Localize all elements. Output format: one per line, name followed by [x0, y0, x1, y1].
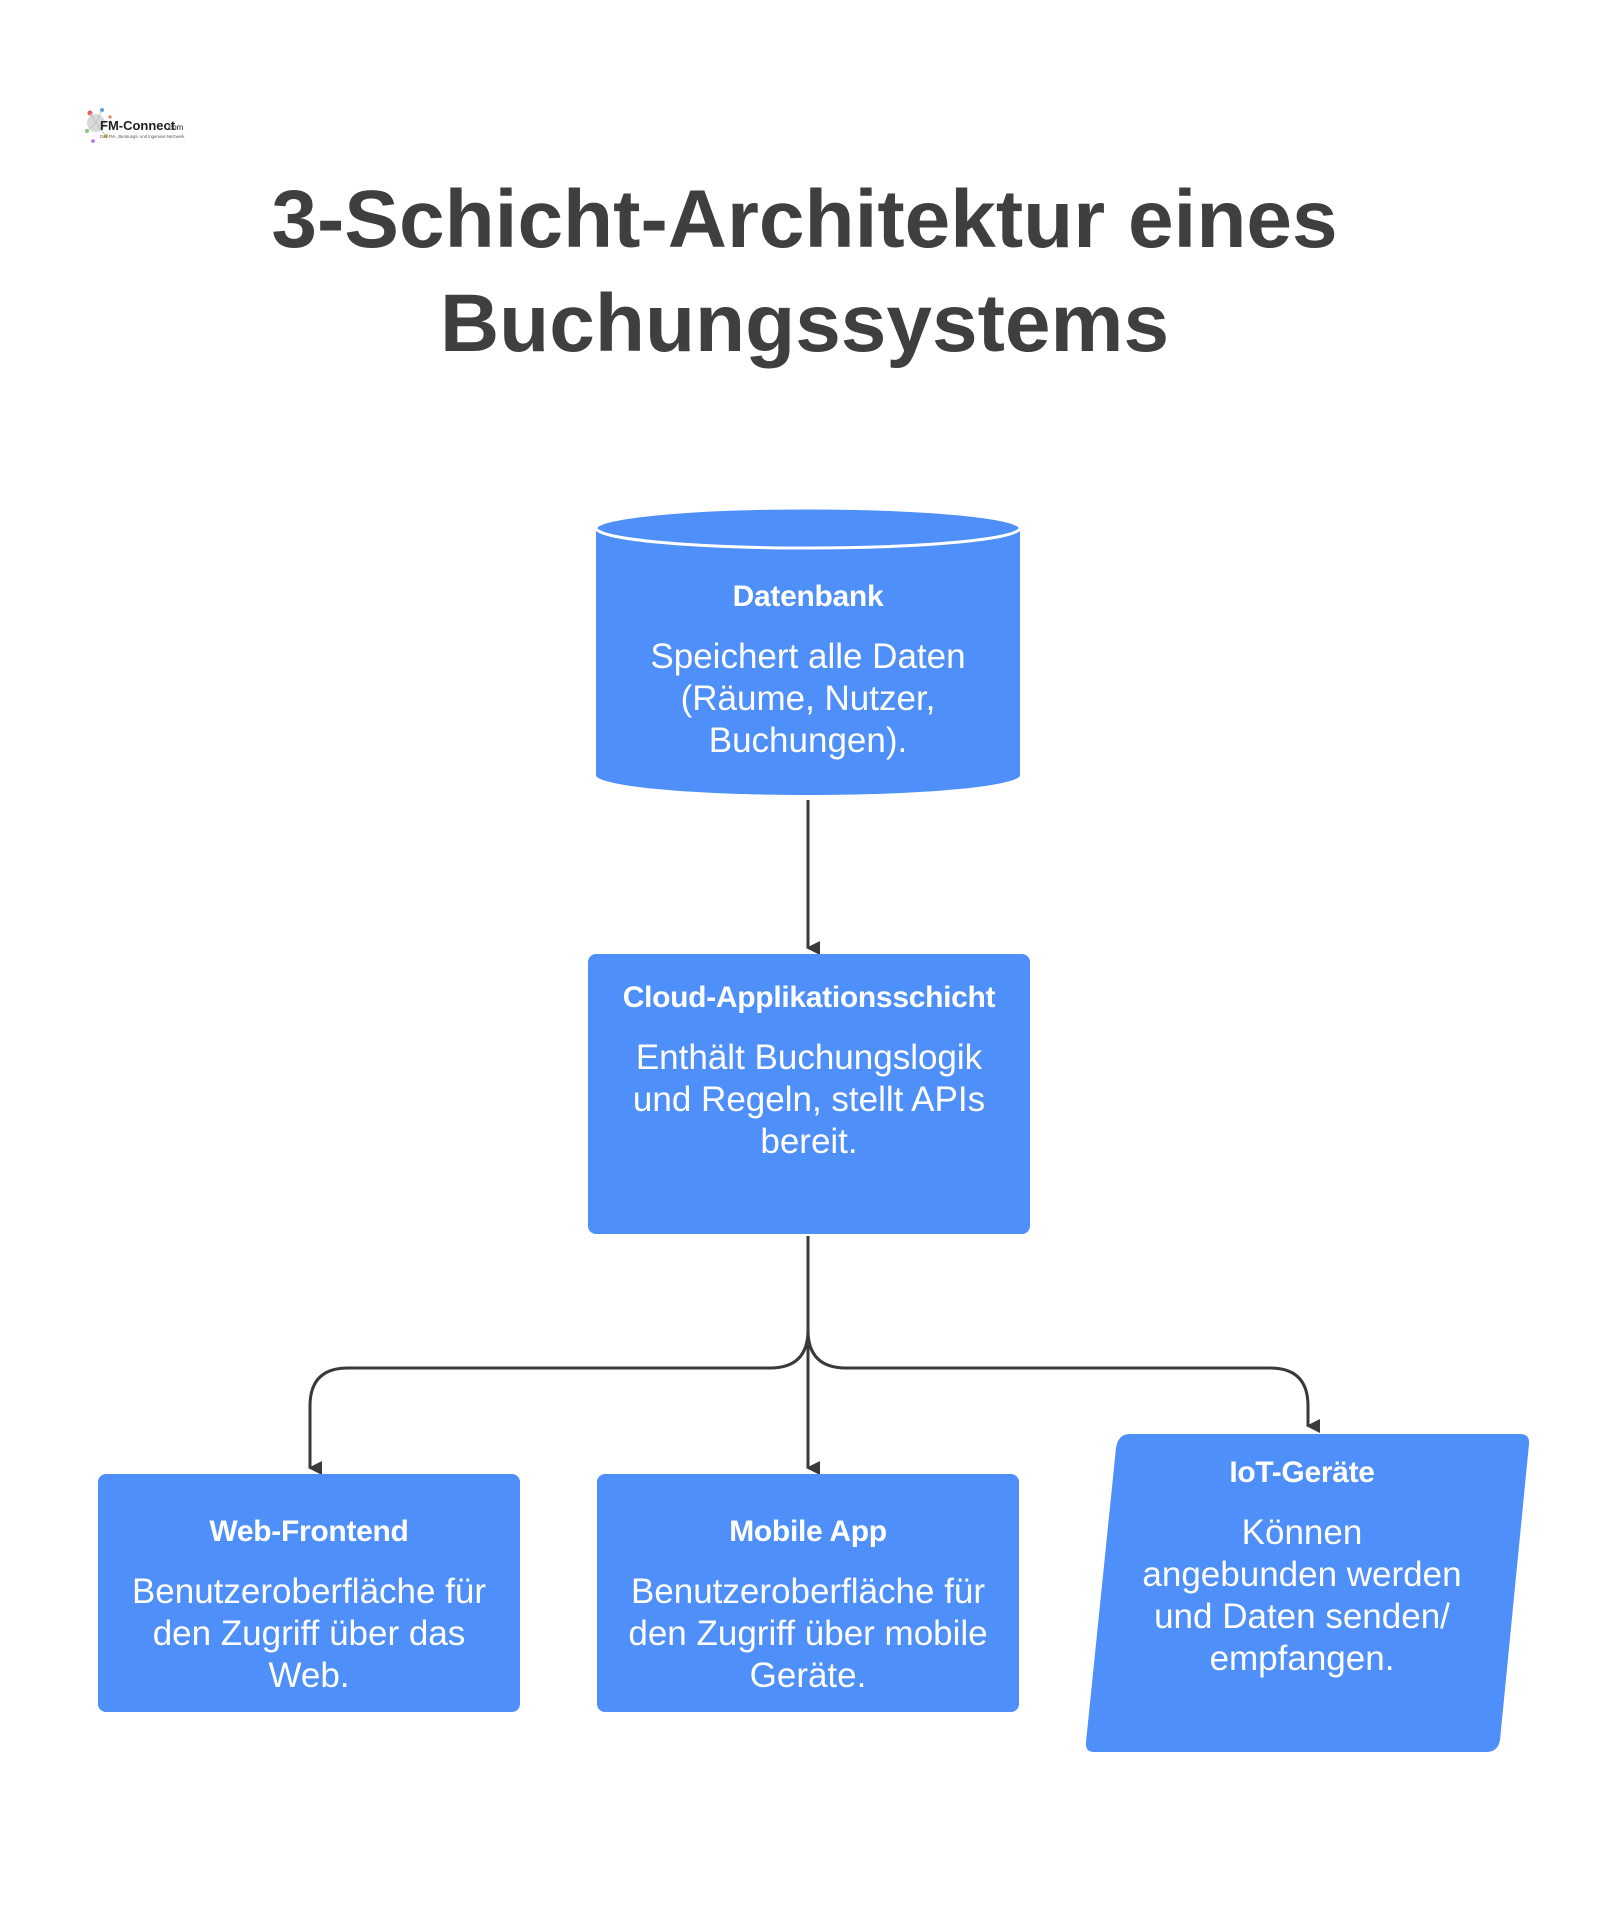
connector-cloud-to-iot — [806, 1236, 1320, 1433]
database-node-description: Speichert alle Daten (Räume, Nutzer, Buc… — [650, 637, 966, 760]
database-cylinder-shape — [594, 506, 1022, 795]
iot-devices-parallelogram-shape — [1085, 1434, 1530, 1752]
svg-text:FM-Connect: FM-Connect — [100, 118, 176, 133]
mobile-node-label: Mobile App — [729, 1515, 887, 1548]
iot-node-description: Können angebunden werden und Daten sende… — [1142, 1513, 1462, 1678]
web-frontend-node: Web-Frontend Benutzeroberfläche für den … — [98, 1474, 520, 1712]
page-title-line-1: 3-Schicht-Architektur eines — [271, 174, 1338, 265]
mobile-app-node: Mobile App Benutzeroberfläche für den Zu… — [597, 1474, 1019, 1712]
page-title: 3-Schicht-Architektur eines Buchungssyst… — [0, 168, 1609, 376]
database-node-label: Datenbank — [732, 580, 884, 613]
database-node: Datenbank Speichert alle Daten (Räume, N… — [596, 578, 1020, 762]
iot-node-label: IoT-Geräte — [1229, 1456, 1375, 1489]
page-title-line-2: Buchungssystems — [439, 278, 1170, 369]
cloud-application-layer-node: Cloud-Applikationsschicht Enthält Buchun… — [588, 954, 1030, 1234]
svg-text:Das FM-, Beratungs- und Ingeni: Das FM-, Beratungs- und Ingenieur-Netzwe… — [100, 134, 185, 139]
web-node-label: Web-Frontend — [209, 1515, 409, 1548]
web-node-description: Benutzeroberfläche für den Zugriff über … — [131, 1572, 487, 1695]
cloud-node-label: Cloud-Applikationsschicht — [622, 981, 996, 1014]
cloud-node-description: Enthält Buchungslogik und Regeln, stellt… — [632, 1038, 986, 1161]
connector-cloud-to-web — [308, 1236, 810, 1475]
fm-connect-logo-graphic: FM-Connect .com Das FM-, Beratungs- und … — [85, 108, 185, 143]
fm-connect-logo: FM-Connect .com Das FM-, Beratungs- und … — [82, 103, 186, 153]
iot-devices-node: IoT-Geräte Können angebunden werden und … — [1100, 1454, 1504, 1680]
svg-text:.com: .com — [166, 123, 184, 132]
mobile-node-description: Benutzeroberfläche für den Zugriff über … — [628, 1572, 988, 1695]
